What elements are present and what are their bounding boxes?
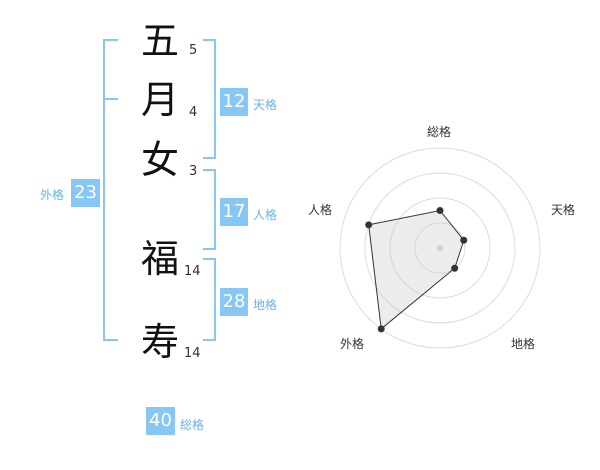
radar-axis-label-gaikaku: 外格 (340, 337, 365, 351)
stroke-count-2: 4 (189, 105, 198, 120)
stroke-count-1: 5 (189, 43, 198, 58)
radar-axis-label-soukaku: 総格 (427, 125, 452, 139)
radar-ring (364, 172, 516, 324)
radar-axis-label-tenkaku: 天格 (551, 203, 576, 217)
name-char-4: 福 (141, 237, 180, 281)
radar-center (437, 245, 443, 251)
chikaku-label: 地格 (253, 298, 278, 312)
stroke-count-3: 3 (189, 164, 198, 179)
chikaku-value: 28 (220, 288, 248, 316)
gaikaku-label: 外格 (40, 188, 65, 202)
radar-axis-label-jinkaku: 人格 (308, 203, 333, 217)
name-char-5: 寿 (141, 320, 180, 364)
tenkaku-label: 天格 (253, 98, 278, 112)
radar-point-4 (365, 221, 373, 229)
soukaku-label: 総格 (180, 418, 205, 432)
radar-point-3 (377, 325, 385, 333)
jinkaku-value: 17 (220, 198, 248, 226)
name-char-3: 女 (141, 138, 180, 182)
tenkaku-value: 12 (220, 88, 248, 116)
radar-axis-label-chikaku: 地格 (511, 337, 536, 351)
soukaku-value: 40 (146, 407, 175, 435)
gaikaku-value: 23 (71, 179, 100, 207)
radar-point-0 (436, 207, 444, 214)
radar-point-2 (451, 264, 459, 272)
name-char-2: 月 (141, 78, 180, 122)
radar-point-1 (460, 236, 468, 244)
name-char-1: 五 (141, 19, 180, 63)
jinkaku-label: 人格 (253, 208, 278, 222)
stroke-count-4: 14 (184, 264, 201, 279)
stroke-count-5: 14 (184, 346, 201, 361)
radar-ring (339, 147, 541, 349)
radar-ring (414, 222, 466, 274)
radar-ring (389, 197, 491, 299)
radar-series-area (368, 209, 465, 330)
